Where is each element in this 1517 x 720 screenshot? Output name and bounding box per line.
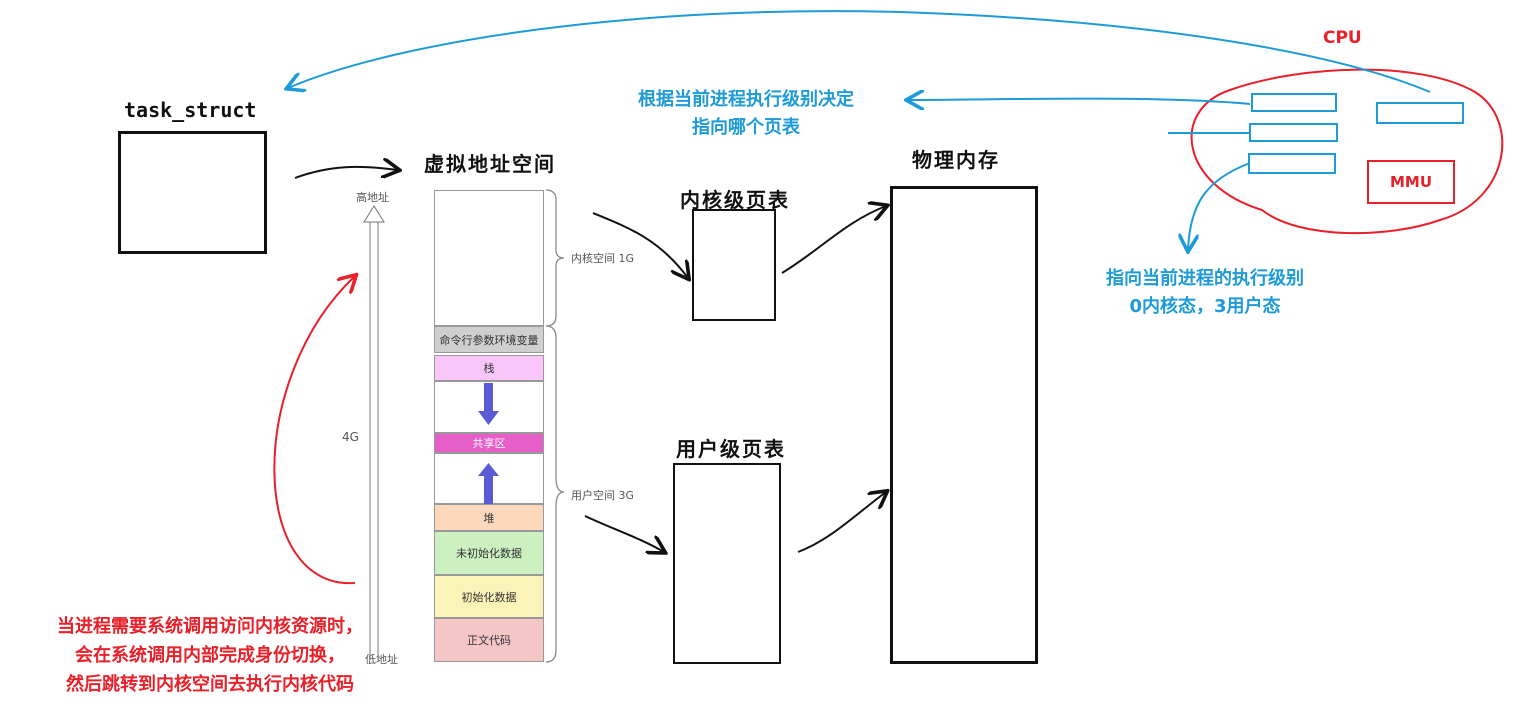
data-segment: 初始化数据 [434, 575, 544, 618]
cpu-to-task-arrow [288, 10, 1431, 93]
register-to-level-arrow [1188, 162, 1251, 250]
cpu-register-4 [1376, 102, 1464, 124]
kernel-to-kpt-arrow [592, 212, 688, 278]
task-struct-box [118, 131, 267, 254]
syscall-note: 当进程需要系统调用访问内核资源时， 会在系统调用内部完成身份切换， 然后跳转到内… [0, 612, 420, 699]
kernel-space-region [434, 190, 544, 326]
stack-segment: 栈 [434, 355, 544, 381]
task-to-vspace-arrow [294, 167, 398, 178]
syscall-note-line1: 当进程需要系统调用访问内核资源时， [57, 616, 363, 637]
physical-memory-box [890, 186, 1038, 664]
decide-note: 根据当前进程执行级别决定 指向哪个页表 [596, 86, 896, 142]
heap-segment: 堆 [434, 504, 544, 531]
cpu-ellipse [1190, 68, 1504, 235]
virtual-space-title: 虚拟地址空间 [424, 152, 556, 176]
cpu-register-1 [1251, 93, 1337, 112]
physical-memory-label: 物理内存 [912, 148, 1000, 172]
task-struct-label: task_struct [124, 98, 257, 122]
heap-gap [434, 453, 544, 504]
text-segment: 正文代码 [434, 618, 544, 662]
syscall-note-line3: 然后跳转到内核空间去执行内核代码 [66, 674, 354, 695]
user-page-table-label: 用户级页表 [676, 437, 786, 461]
low-address-label: 低地址 [365, 653, 398, 666]
kernel-page-table-label: 内核级页表 [680, 188, 790, 212]
level-note-line2: 0内核态，3用户态 [1129, 296, 1281, 317]
user-page-table-box [673, 463, 781, 664]
upt-to-phys-arrow [797, 492, 886, 553]
register-to-decide-arrow [908, 99, 1251, 104]
user-space-brace-label: 用户空间 3G [571, 489, 633, 502]
high-address-label: 高地址 [356, 191, 389, 204]
cpu-register-2 [1249, 123, 1338, 142]
cpu-register-3 [1248, 153, 1336, 174]
cpu-label: CPU [1323, 28, 1362, 48]
level-note-line1: 指向当前进程的执行级别 [1106, 268, 1304, 289]
decide-note-line2: 指向哪个页表 [692, 117, 800, 138]
user-brace [545, 325, 565, 663]
kpt-to-phys-arrow [781, 206, 886, 274]
address-arrow [363, 205, 385, 660]
kernel-space-brace-label: 内核空间 1G [571, 252, 635, 265]
bss-segment: 未初始化数据 [434, 531, 544, 575]
kernel-brace [545, 189, 565, 327]
user-to-upt-arrow [584, 515, 664, 552]
cmdline-segment: 命令行参数环境变量 [434, 326, 544, 353]
syscall-note-line2: 会在系统调用内部完成身份切换， [75, 645, 345, 666]
mmu-box: MMU [1367, 160, 1455, 204]
shared-segment: 共享区 [434, 433, 544, 453]
decide-note-line1: 根据当前进程执行级别决定 [638, 89, 854, 110]
kernel-page-table-box [692, 209, 776, 321]
size-label: 4G [342, 430, 359, 444]
level-note: 指向当前进程的执行级别 0内核态，3用户态 [1060, 265, 1350, 321]
stack-gap [434, 381, 544, 433]
